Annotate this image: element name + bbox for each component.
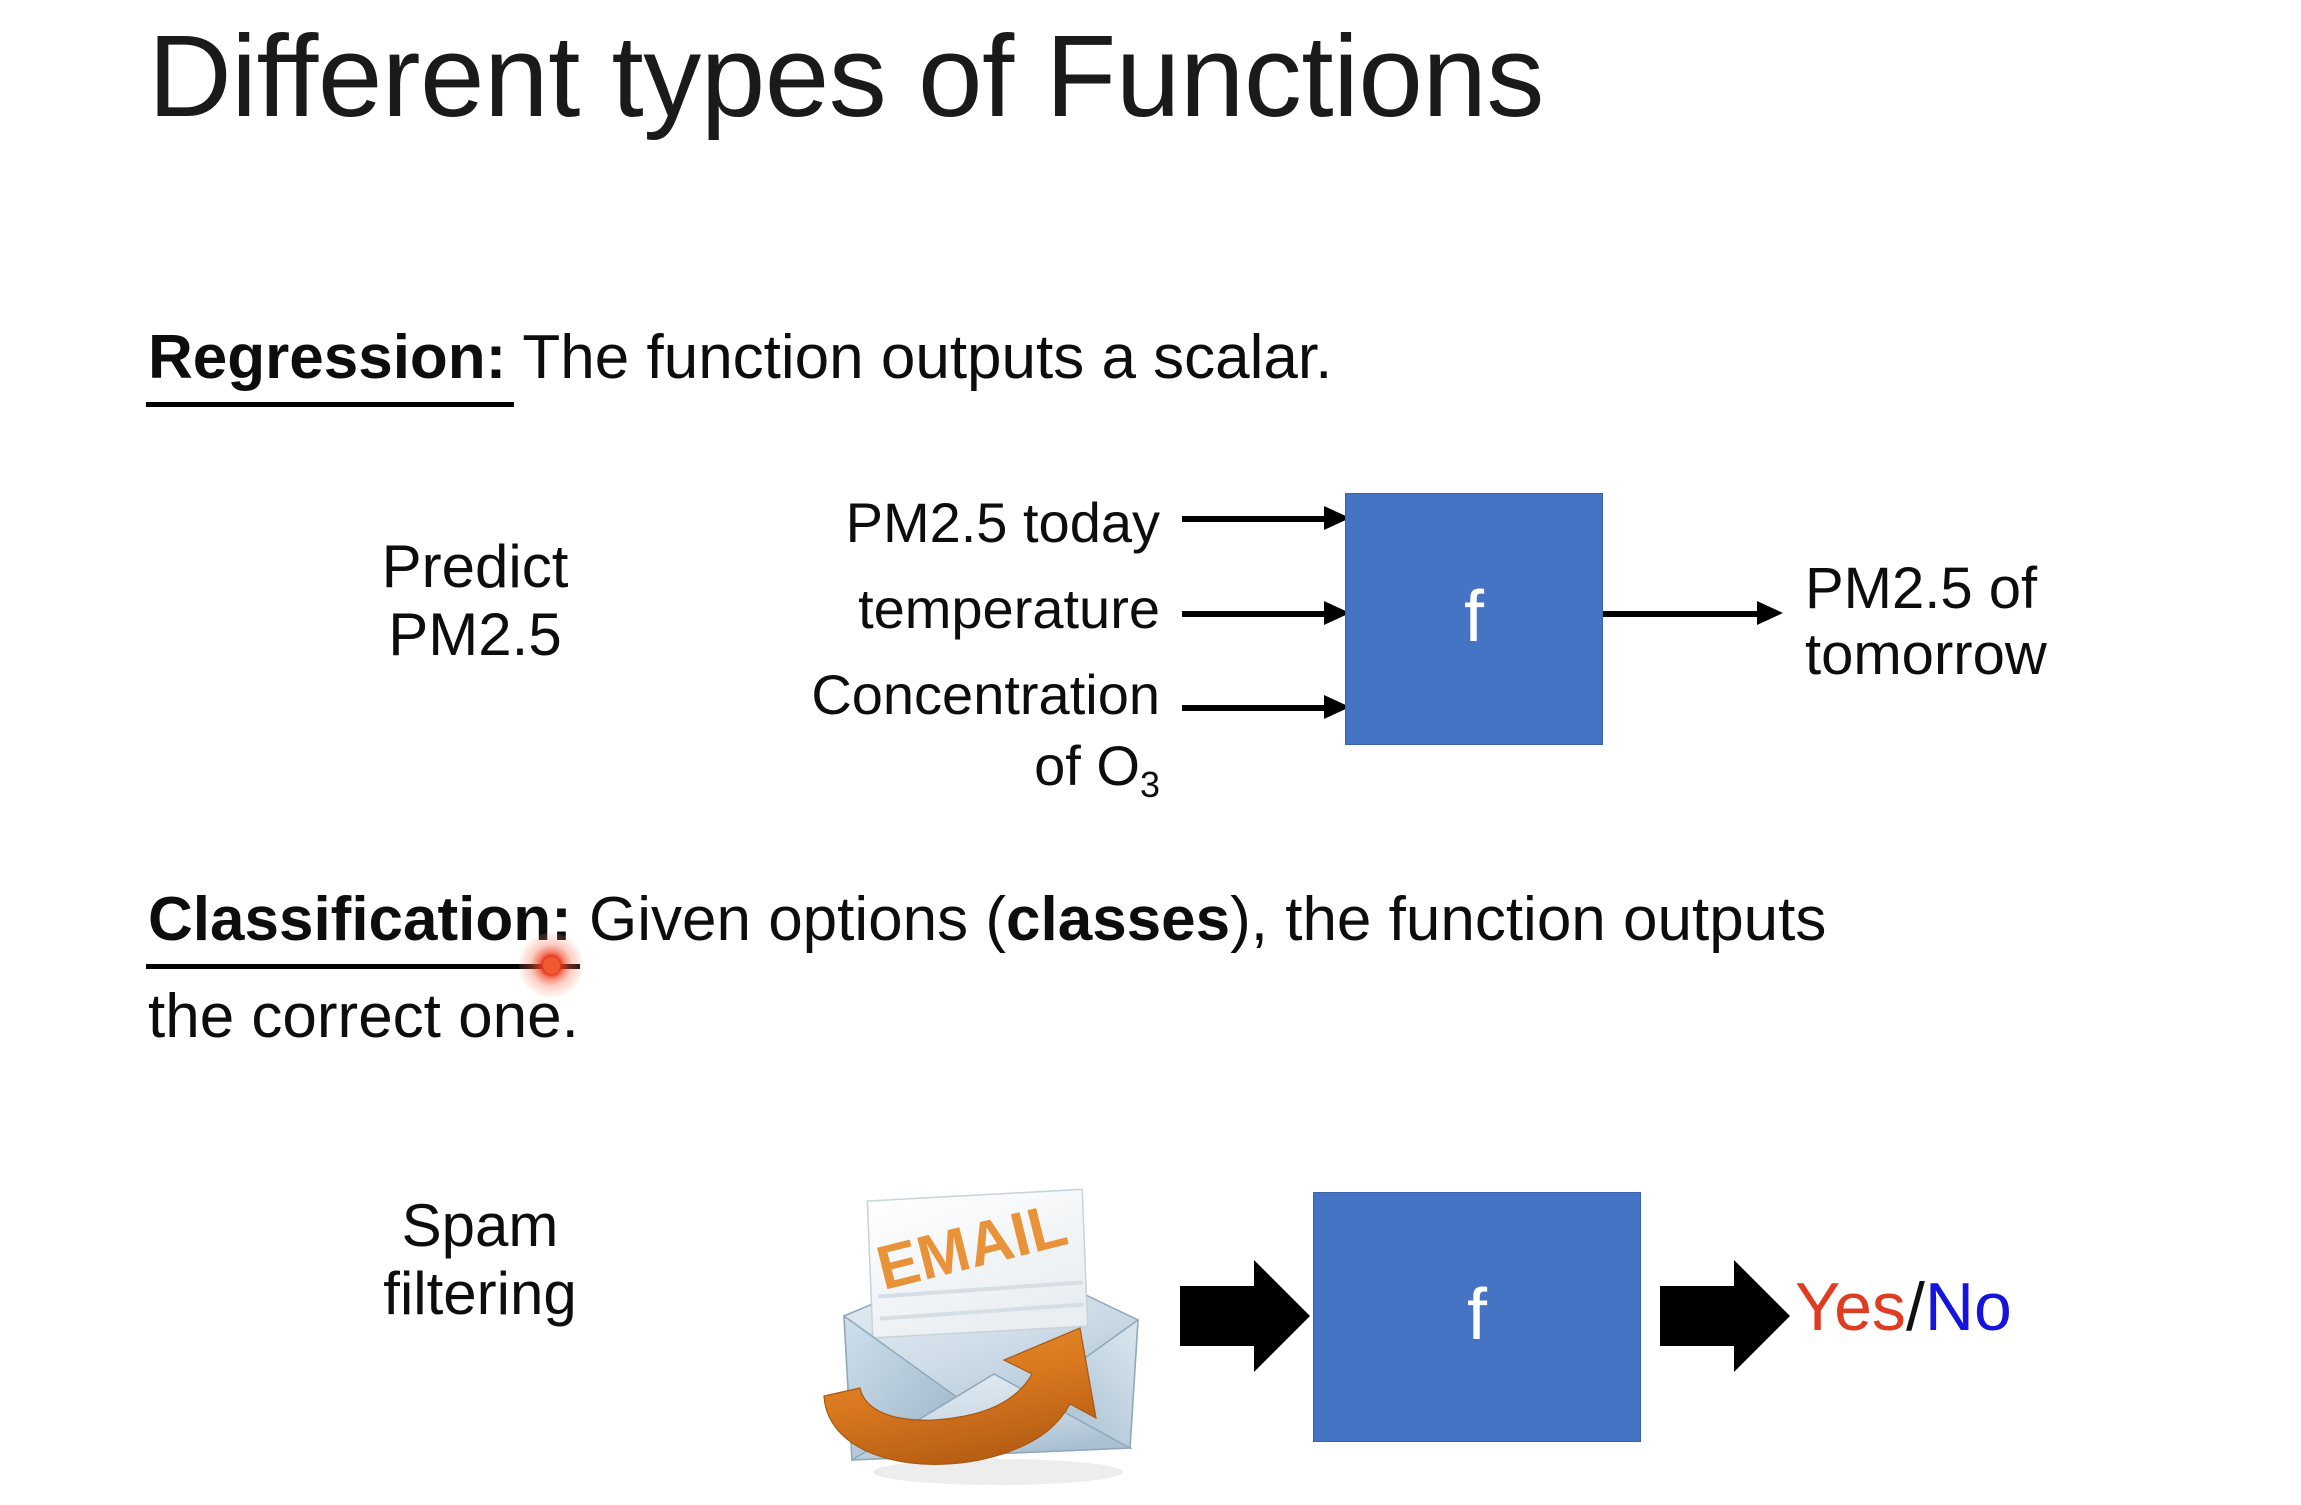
regression-input-3b-text: of O (1034, 734, 1140, 797)
classification-term-underline (146, 963, 580, 969)
regression-output-label: PM2.5 of tomorrow (1805, 556, 2265, 688)
email-clipart-icon: EMAIL (808, 1160, 1168, 1490)
laser-pointer-dot-icon (519, 933, 583, 997)
classification-description-part2: ), the function outputs (1230, 885, 1827, 954)
arrow-tail (1660, 1286, 1736, 1346)
regression-example-label: Predict PM2.5 (330, 533, 620, 670)
page-title: Different types of Functions (148, 11, 1544, 141)
classification-output-label: Yes/No (1795, 1268, 2012, 1346)
regression-term-text: Regression: (148, 323, 507, 392)
regression-output-line1: PM2.5 of (1805, 556, 2038, 621)
classification-output-yes: Yes (1795, 1269, 1906, 1345)
arrow-shaft (1603, 611, 1761, 617)
classification-description-bold: classes (1006, 885, 1231, 954)
regression-arrow-in-1 (1182, 506, 1350, 530)
regression-function-symbol: f (1463, 577, 1484, 657)
classification-statement-line1: Classification: Given options (classes),… (146, 885, 1827, 969)
classification-term: Classification: (146, 885, 580, 969)
arrow-shaft (1182, 611, 1328, 617)
classification-statement-line2: the correct one. (148, 982, 579, 1051)
regression-input-3a: Concentration (811, 663, 1160, 726)
regression-output-line2: tomorrow (1805, 622, 2047, 688)
regression-input-1: PM2.5 today (845, 491, 1160, 554)
classification-term-text: Classification: (148, 885, 572, 954)
regression-description: The function outputs a scalar. (506, 323, 1333, 392)
regression-statement: Regression: The function outputs a scala… (146, 323, 1333, 407)
regression-term-underline (146, 401, 515, 407)
arrow-tip (1254, 1260, 1310, 1372)
arrow-tail (1180, 1286, 1256, 1346)
regression-function-box: f (1345, 493, 1603, 745)
arrow-shaft (1182, 516, 1328, 522)
email-clipart-svg: EMAIL (823, 1188, 1139, 1485)
regression-input-2: temperature (858, 577, 1160, 640)
envelope-shadow (873, 1459, 1123, 1485)
arrow-tip (1734, 1260, 1790, 1372)
regression-arrow-out (1603, 601, 1785, 625)
classification-example-label-line1: Spam (401, 1192, 559, 1259)
regression-arrow-in-2 (1182, 601, 1350, 625)
regression-arrow-in-3 (1182, 695, 1350, 719)
classification-arrow-out (1660, 1260, 1790, 1372)
letter-sheet: EMAIL (866, 1188, 1089, 1339)
classification-output-slash: / (1905, 1269, 1925, 1345)
classification-function-box: f (1313, 1192, 1641, 1442)
regression-example-label-line1: Predict (381, 533, 569, 600)
classification-example-label-line2: filtering (383, 1260, 577, 1328)
classification-arrow-in (1180, 1260, 1310, 1372)
classification-description-part1: Given options ( (571, 885, 1006, 954)
email-arrow-icon (823, 1327, 1097, 1465)
arrow-head (1757, 601, 1783, 625)
classification-example-label: Spam filtering (330, 1192, 630, 1329)
arrow-shaft (1182, 705, 1328, 711)
regression-term: Regression: (146, 323, 515, 407)
regression-input-3-subscript: 3 (1139, 764, 1160, 806)
classification-output-no: No (1924, 1269, 2012, 1345)
classification-function-symbol: f (1466, 1275, 1487, 1355)
regression-example-label-line2: PM2.5 (388, 601, 562, 669)
regression-input-3b: of O3 (640, 734, 1160, 806)
